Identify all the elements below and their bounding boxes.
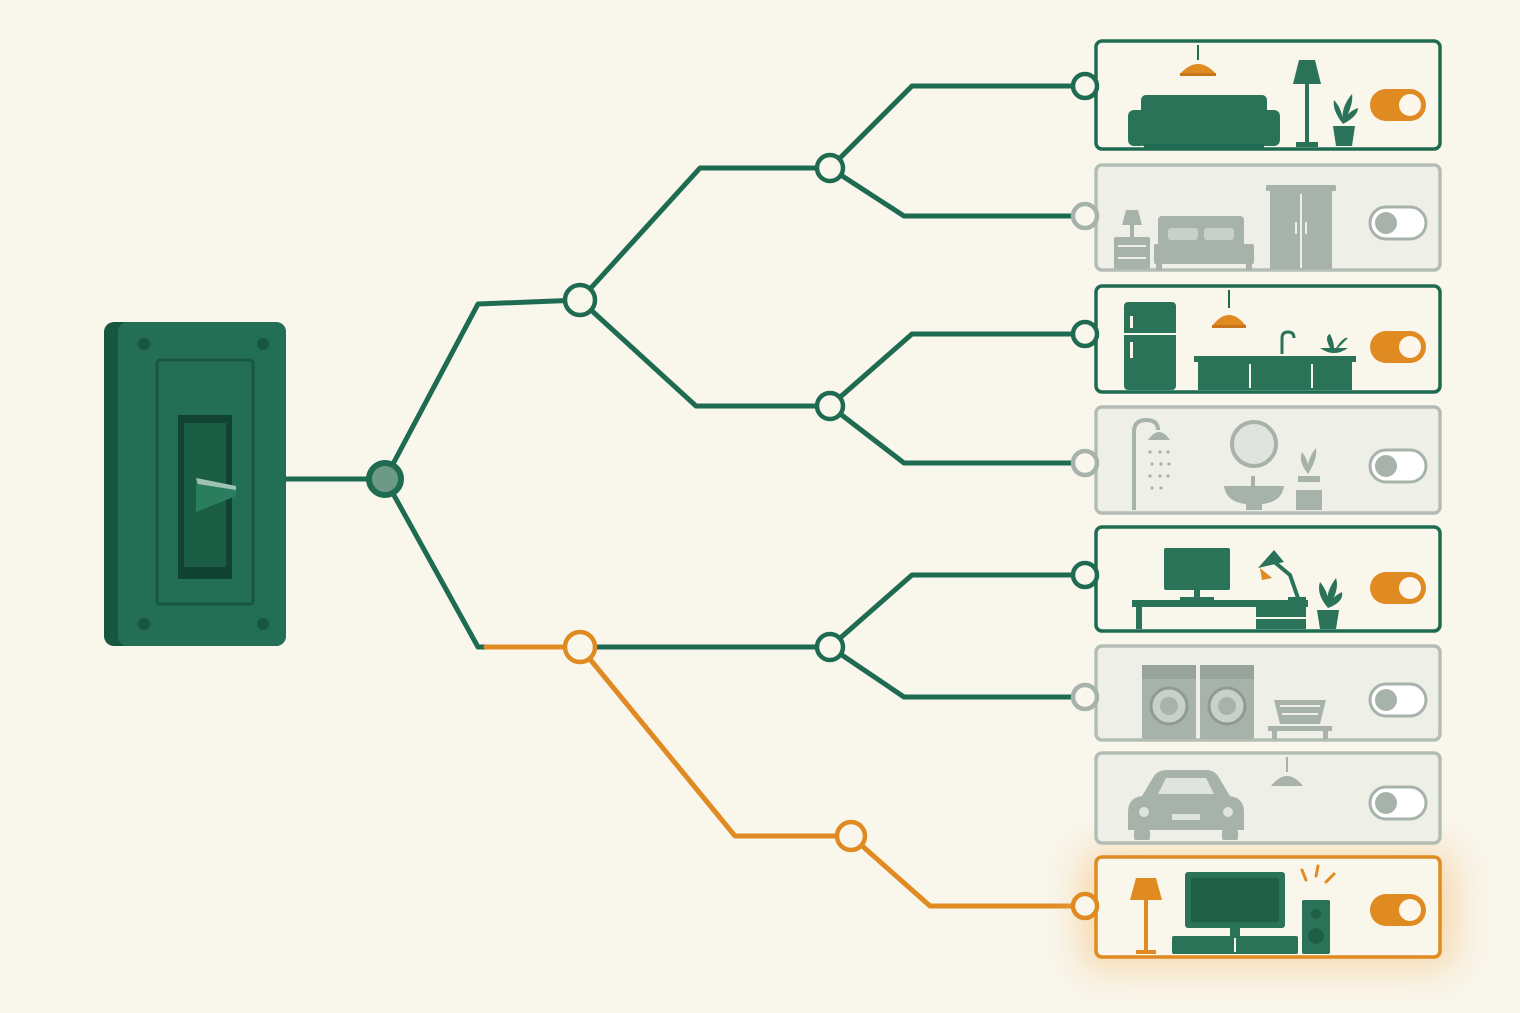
room-toggle-switch[interactable] (1370, 572, 1426, 604)
connector-node (1070, 71, 1100, 101)
room-toggle-switch[interactable] (1370, 89, 1426, 121)
junction-node (562, 629, 598, 665)
nightstand-lamp-icon (1114, 210, 1150, 269)
connector-node (1070, 891, 1100, 921)
tv-icon (1172, 872, 1298, 954)
junction-node (834, 819, 868, 853)
shower-icon (1132, 417, 1171, 510)
sofa-icon (1128, 95, 1280, 148)
room-toggle-switch[interactable] (1370, 894, 1426, 926)
floor-lamp-icon (1293, 60, 1321, 147)
pendant-lamp-icon (1212, 290, 1246, 328)
wiring (283, 83, 1088, 909)
room-living-room[interactable] (1070, 39, 1442, 151)
connector-node (1070, 560, 1100, 590)
connector-node (1070, 201, 1100, 231)
plant-icon (1296, 448, 1322, 510)
room-garage[interactable] (1094, 751, 1442, 845)
pendant-lamp-icon (1271, 757, 1303, 786)
room-bedroom[interactable] (1070, 163, 1442, 272)
car-icon (1128, 770, 1244, 840)
junction-node (562, 282, 598, 318)
floor-lamp-icon (1130, 878, 1162, 954)
room-laundry[interactable] (1070, 644, 1442, 742)
connector-node (1070, 319, 1100, 349)
master-switch[interactable] (104, 322, 286, 646)
screw-icon (138, 618, 150, 630)
room-media-room[interactable] (1070, 855, 1442, 959)
switch-lever[interactable] (196, 478, 236, 512)
speaker-icon (1300, 864, 1336, 954)
room-toggle-switch[interactable] (1370, 331, 1426, 363)
wardrobe-icon (1266, 185, 1336, 269)
screw-icon (138, 338, 150, 350)
screw-icon (257, 618, 269, 630)
junction-node (814, 390, 846, 422)
bed-icon (1154, 216, 1254, 270)
room-bathroom[interactable] (1070, 405, 1442, 515)
desk-lamp-icon (1258, 550, 1306, 601)
washing-machine-icon (1142, 665, 1254, 739)
junction-node (814, 152, 846, 184)
room-toggle-switch[interactable] (1368, 448, 1428, 484)
sink-mirror-icon (1224, 420, 1284, 510)
room-toggle-switch[interactable] (1368, 785, 1428, 821)
desk-monitor-icon (1132, 548, 1308, 629)
pendant-lamp-icon (1180, 45, 1216, 76)
plant-icon (1317, 578, 1343, 629)
laundry-basket-icon (1268, 700, 1332, 739)
connector-node (1070, 682, 1100, 712)
connector-node (1070, 448, 1100, 478)
kitchen-counter-icon (1194, 330, 1356, 390)
fridge-icon (1124, 302, 1176, 390)
room-toggle-switch[interactable] (1368, 682, 1428, 718)
room-toggle-switch[interactable] (1368, 205, 1428, 241)
junctions (366, 152, 868, 853)
room-kitchen[interactable] (1070, 284, 1442, 394)
junction-node (814, 631, 846, 663)
junction-node (366, 460, 404, 498)
screw-icon (257, 338, 269, 350)
room-office[interactable] (1070, 525, 1442, 633)
plant-icon (1333, 94, 1358, 146)
